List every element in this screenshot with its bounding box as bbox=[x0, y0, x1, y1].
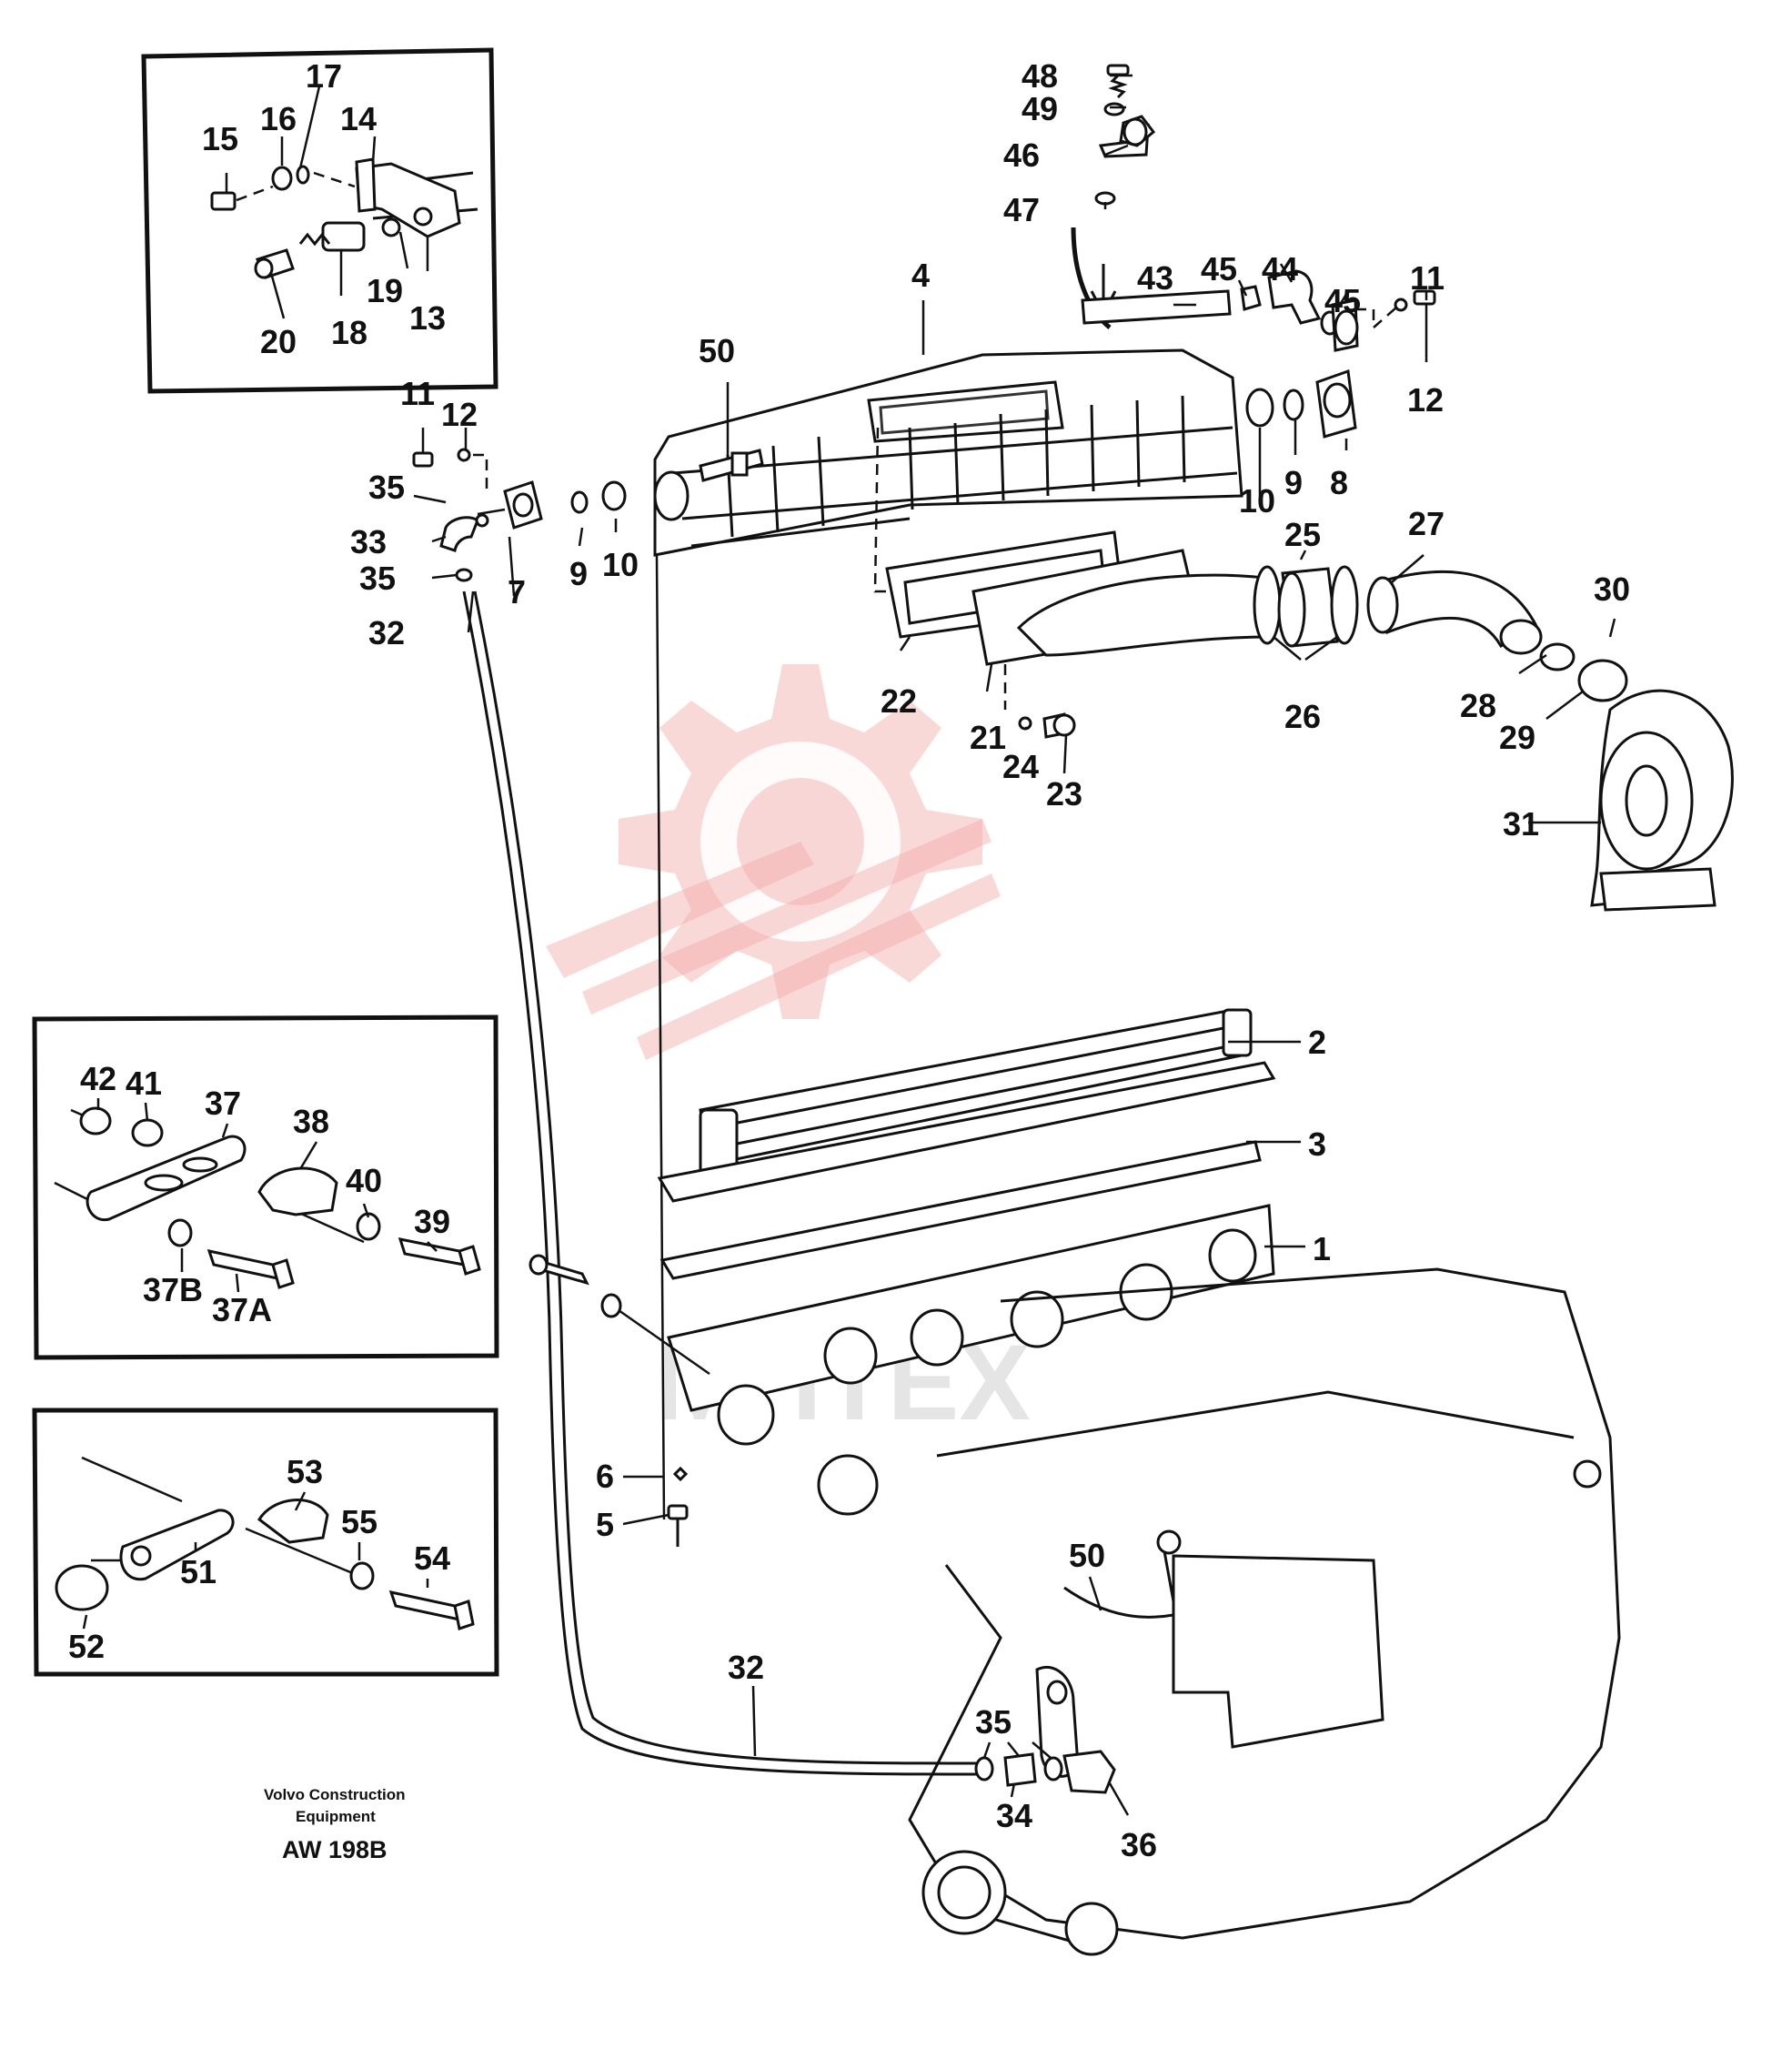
callout-35b: 35 bbox=[359, 560, 396, 597]
callout-52: 52 bbox=[68, 1628, 105, 1665]
callout-15: 15 bbox=[202, 120, 238, 157]
hose-32 bbox=[462, 590, 979, 1776]
callout-53: 53 bbox=[287, 1453, 323, 1490]
caption-line-2: Equipment bbox=[296, 1808, 376, 1825]
gasket-3 bbox=[657, 1061, 1276, 1280]
callout-33: 33 bbox=[350, 523, 387, 560]
sensor-assembly-46-49 bbox=[1094, 64, 1156, 206]
inlet-manifold-1 bbox=[667, 1204, 1275, 1516]
callout-18: 18 bbox=[331, 314, 367, 351]
callout-20: 20 bbox=[260, 323, 297, 360]
callout-9b: 9 bbox=[569, 555, 588, 592]
duct-and-gaskets bbox=[885, 530, 1271, 739]
callout-22: 22 bbox=[881, 682, 917, 720]
turbo-connection bbox=[1253, 565, 1734, 912]
callout-40: 40 bbox=[346, 1162, 382, 1199]
callout-4: 4 bbox=[911, 257, 930, 294]
callout-12a: 12 bbox=[1407, 381, 1444, 419]
callout-21: 21 bbox=[970, 719, 1006, 756]
callout-10a: 10 bbox=[1239, 482, 1275, 520]
caption-line-1: Volvo Construction bbox=[264, 1786, 406, 1803]
inset-bracket-51-55 bbox=[32, 1408, 499, 1677]
callout-17: 17 bbox=[306, 57, 342, 95]
callout-3: 3 bbox=[1308, 1125, 1326, 1163]
callout-13: 13 bbox=[409, 299, 446, 337]
callout-46: 46 bbox=[1003, 136, 1040, 174]
callout-11a: 11 bbox=[1410, 259, 1445, 297]
callout-27: 27 bbox=[1408, 505, 1445, 542]
callout-23: 23 bbox=[1046, 775, 1082, 813]
callout-44: 44 bbox=[1262, 250, 1298, 288]
alignment-dash bbox=[873, 427, 896, 593]
callout-1: 1 bbox=[1313, 1230, 1331, 1267]
callout-12b: 12 bbox=[441, 396, 478, 433]
bolt-15-icon bbox=[210, 191, 237, 211]
inset-sensor-detail bbox=[141, 47, 498, 394]
callout-32b: 32 bbox=[728, 1649, 764, 1686]
document-caption: Volvo Construction Equipment AW 198B bbox=[264, 1786, 406, 1863]
engine-block bbox=[908, 1267, 1621, 1956]
callout-8: 8 bbox=[1330, 464, 1348, 501]
callout-55: 55 bbox=[341, 1503, 378, 1540]
callout-41: 41 bbox=[126, 1065, 162, 1102]
callout-2: 2 bbox=[1308, 1024, 1326, 1061]
mounting-bolts bbox=[529, 1254, 710, 1547]
callout-14: 14 bbox=[340, 100, 377, 137]
callout-26: 26 bbox=[1284, 698, 1321, 735]
callout-16: 16 bbox=[260, 100, 297, 137]
callout-42: 42 bbox=[80, 1060, 116, 1097]
callout-6: 6 bbox=[596, 1458, 614, 1495]
callout-50a: 50 bbox=[699, 332, 735, 369]
callout-37B: 37B bbox=[143, 1271, 203, 1308]
leader-lines bbox=[82, 74, 1616, 1816]
callout-38: 38 bbox=[293, 1103, 329, 1140]
callout-51: 51 bbox=[180, 1553, 216, 1590]
callout-5: 5 bbox=[596, 1506, 614, 1543]
callout-7: 7 bbox=[508, 573, 526, 611]
callout-32a: 32 bbox=[368, 614, 405, 651]
callout-37: 37 bbox=[205, 1085, 241, 1122]
callout-31: 31 bbox=[1503, 805, 1539, 843]
inset-bracket-37-42 bbox=[32, 1014, 499, 1360]
callout-54: 54 bbox=[414, 1539, 450, 1577]
callout-37A: 37A bbox=[212, 1291, 272, 1328]
callout-25: 25 bbox=[1284, 516, 1321, 553]
callout-9a: 9 bbox=[1284, 464, 1303, 501]
callout-24: 24 bbox=[1002, 748, 1039, 785]
callout-36: 36 bbox=[1121, 1826, 1157, 1863]
callout-50b: 50 bbox=[1069, 1537, 1105, 1574]
alignment-line bbox=[655, 554, 666, 1520]
callout-34: 34 bbox=[996, 1797, 1032, 1834]
callout-35a: 35 bbox=[368, 469, 405, 506]
callout-43: 43 bbox=[1137, 259, 1173, 297]
callout-19: 19 bbox=[367, 272, 403, 309]
callout-10b: 10 bbox=[602, 546, 639, 583]
bottom-fittings bbox=[974, 1750, 1116, 1794]
callout-45a: 45 bbox=[1201, 250, 1237, 288]
callout-47: 47 bbox=[1003, 191, 1040, 228]
callout-48: 48 bbox=[1022, 57, 1058, 95]
callout-35c: 35 bbox=[975, 1703, 1012, 1741]
diagram-code: AW 198B bbox=[282, 1836, 388, 1863]
air-pipe-assembly bbox=[1071, 227, 1436, 439]
callout-28: 28 bbox=[1460, 687, 1496, 724]
callout-30: 30 bbox=[1594, 570, 1630, 608]
callout-45b: 45 bbox=[1324, 282, 1361, 319]
callout-39: 39 bbox=[414, 1203, 450, 1240]
intake-manifold-4 bbox=[653, 348, 1243, 557]
callout-29: 29 bbox=[1499, 719, 1535, 756]
callout-49: 49 bbox=[1022, 90, 1058, 127]
left-fittings bbox=[412, 448, 627, 582]
callout-11b: 11 bbox=[400, 375, 435, 412]
callout-labels: 48 49 46 47 17 16 15 14 19 13 20 18 4 43… bbox=[68, 57, 1630, 1863]
